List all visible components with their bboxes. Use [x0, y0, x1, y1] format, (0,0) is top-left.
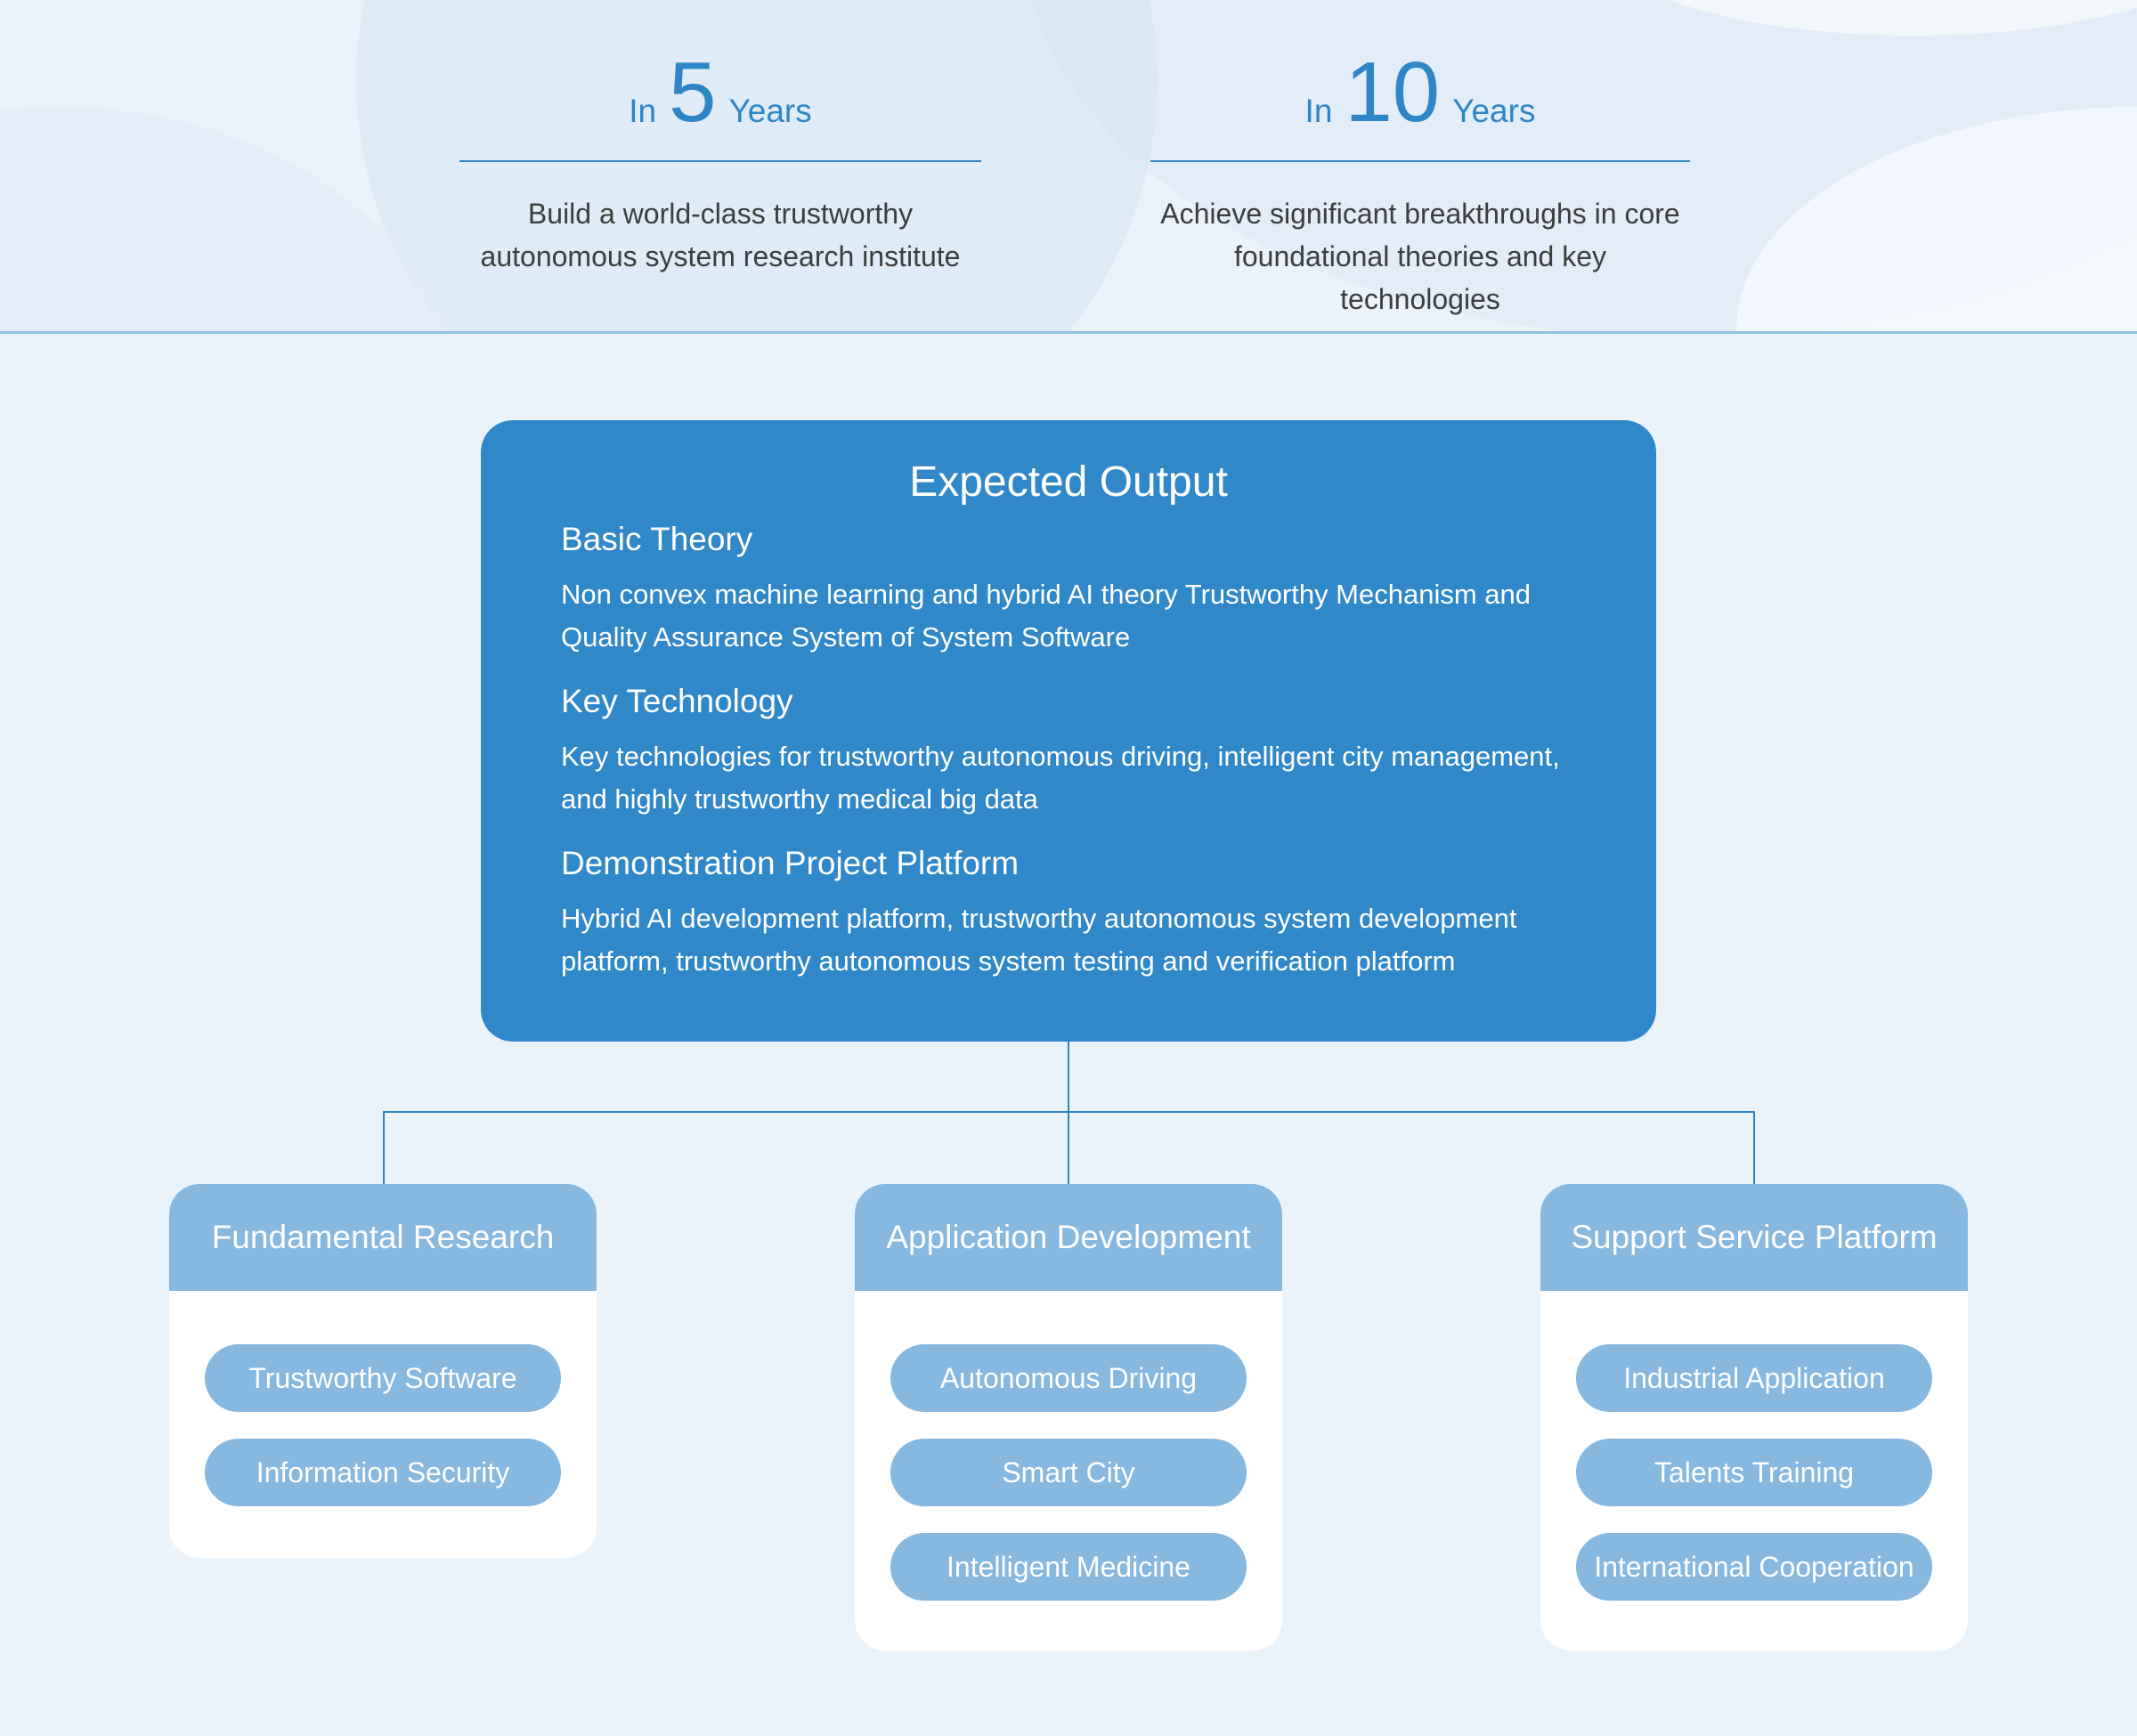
section-text-line: platform, trustworthy autonomous system …	[561, 945, 1456, 977]
card-title: Support Service Platform	[1540, 1184, 1968, 1291]
goal-description: Build a world-class trustworthy autonomo…	[459, 192, 981, 278]
output-section-key-technology: Key Technology Key technologies for trus…	[561, 682, 1594, 821]
goal-heading: In 5 Years	[459, 0, 981, 140]
item-pill: Talents Training	[1576, 1439, 1932, 1506]
goal-10-years: In 10 Years Achieve significant breakthr…	[1150, 0, 1690, 320]
output-section-demonstration-platform: Demonstration Project Platform Hybrid AI…	[561, 844, 1594, 983]
card-title: Application Development	[855, 1184, 1282, 1291]
card-title: Fundamental Research	[169, 1184, 597, 1291]
section-text-line: Quality Assurance System of System Softw…	[561, 621, 1131, 653]
connector-right	[1753, 1111, 1755, 1184]
section-text-line: Hybrid AI development platform, trustwor…	[561, 903, 1517, 934]
item-pill: Information Security	[205, 1439, 561, 1506]
section-heading: Demonstration Project Platform	[561, 845, 1020, 881]
goal-prefix: In	[629, 93, 657, 129]
item-pill: Industrial Application	[1576, 1344, 1932, 1412]
output-title: Expected Output	[909, 458, 1228, 506]
goal-suffix: Years	[1452, 93, 1536, 129]
section-text: Key technologies for trustworthy autonom…	[561, 735, 1594, 821]
goal-number: 5	[669, 45, 717, 140]
goal-prefix: In	[1304, 93, 1333, 129]
item-pill: Smart City	[890, 1439, 1247, 1506]
item-pill: Intelligent Medicine	[890, 1533, 1247, 1601]
section-heading: Key Technology	[561, 683, 793, 719]
section-text: Non convex machine learning and hybrid A…	[561, 573, 1594, 659]
card-application-development: Application Development Autonomous Drivi…	[855, 1184, 1282, 1651]
goal-heading: In 10 Years	[1150, 0, 1690, 140]
item-pill: Autonomous Driving	[890, 1344, 1247, 1412]
goal-divider	[1150, 160, 1690, 162]
expected-output-box: Expected Output Basic Theory Non convex …	[481, 420, 1656, 1042]
section-text: Hybrid AI development platform, trustwor…	[561, 897, 1594, 983]
goal-number: 10	[1345, 45, 1441, 140]
goal-divider	[459, 160, 981, 162]
connector-crossbar	[383, 1111, 1755, 1113]
section-text-line: Non convex machine learning and hybrid A…	[561, 579, 1532, 610]
section-text-line: Key technologies for trustworthy autonom…	[561, 741, 1560, 772]
goal-5-years: In 5 Years Build a world-class trustwort…	[459, 0, 981, 278]
item-pill: Trustworthy Software	[205, 1344, 561, 1412]
background-decoration	[356, 0, 1158, 331]
section-text-line: and highly trustworthy medical big data	[561, 783, 1038, 815]
goal-description-line: Build a world-class trustworthy	[527, 198, 914, 230]
goal-description-line: Achieve significant breakthroughs in cor…	[1160, 198, 1680, 230]
output-section-basic-theory: Basic Theory Non convex machine learning…	[561, 520, 1594, 659]
goals-band: In 5 Years Build a world-class trustwort…	[0, 0, 2137, 334]
card-fundamental-research: Fundamental Research Trustworthy Softwar…	[169, 1184, 597, 1558]
section-heading: Basic Theory	[561, 521, 753, 557]
connector-left	[383, 1111, 385, 1184]
goal-description-line: foundational theories and key technologi…	[1233, 240, 1607, 315]
goal-description-line: autonomous system research institute	[480, 240, 961, 272]
goal-suffix: Years	[728, 93, 812, 129]
goal-description: Achieve significant breakthroughs in cor…	[1150, 192, 1690, 320]
item-pill: International Cooperation	[1576, 1533, 1932, 1601]
connector-trunk	[1068, 1042, 1069, 1184]
card-support-service-platform: Support Service Platform Industrial Appl…	[1540, 1184, 1968, 1651]
